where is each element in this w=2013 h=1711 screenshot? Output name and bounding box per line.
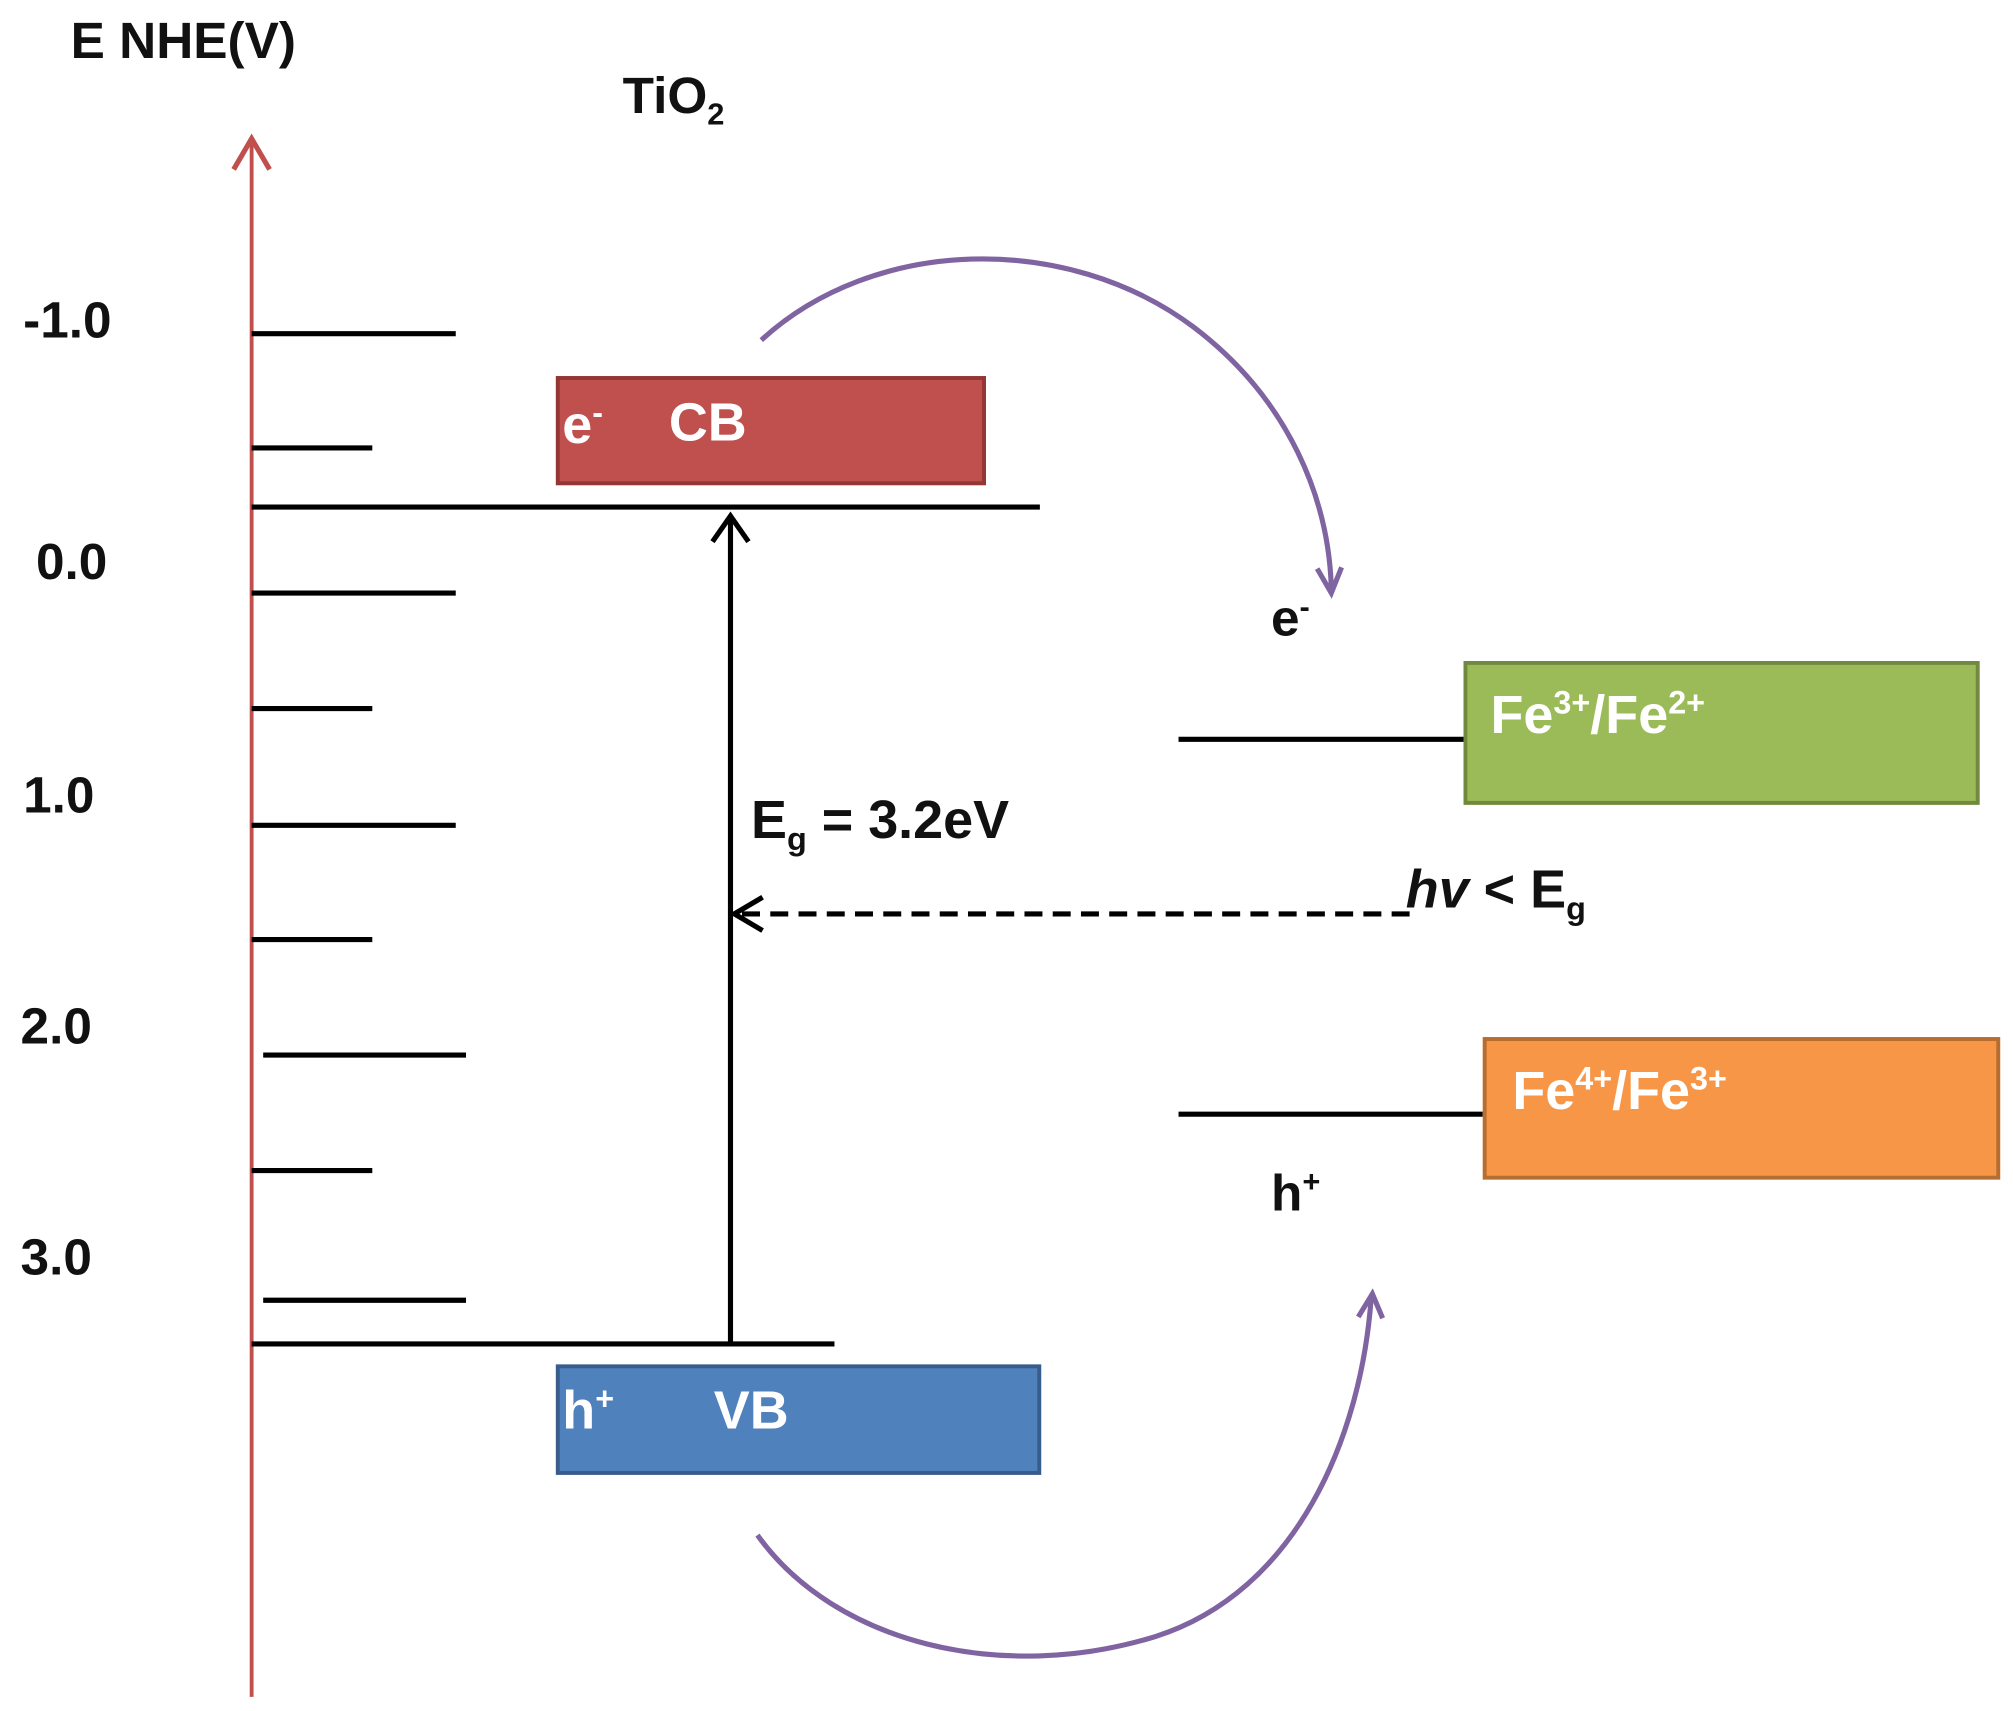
electron-transfer-label: e- [1270,590,1310,647]
electron-transfer-arrow [759,256,1334,588]
tick-label-0: 0.0 [35,533,108,591]
conduction-band-box: e- CB [555,376,986,486]
fe4-fe3-label: Fe4+/Fe3+ [1512,1060,1727,1121]
electron-transfer-arrowhead [1314,566,1344,599]
vb-carrier-label: h+ [562,1379,615,1441]
photon-label: hv < Eg [1405,858,1586,928]
band-gap-arrowhead [710,511,751,544]
fe3-fe2-couple-box: Fe3+/Fe2+ [1463,661,1980,805]
tick-label-2: 2.0 [20,998,92,1056]
hole-transfer-label: h+ [1270,1165,1321,1222]
energy-axis-arrowhead [231,133,272,171]
band-gap-label: Eg = 3.2eV [751,789,1010,858]
tick-label-1: 1.0 [23,767,95,825]
axis-ticks [251,331,467,1303]
axis-title: E NHE(V) [70,12,297,70]
fe3-fe2-label: Fe3+/Fe2+ [1490,684,1706,745]
tick-label-minus-1: -1.0 [23,292,112,350]
fe4-fe3-couple-box: Fe4+/Fe3+ [1482,1037,2001,1180]
vb-label: VB [713,1379,789,1441]
valence-band-box: h+ VB [555,1364,1042,1475]
material-label: TiO2 [622,68,725,133]
photon-arrowhead [729,894,764,933]
tick-label-3: 3.0 [20,1229,92,1287]
hole-transfer-arrow [755,1298,1374,1659]
hole-transfer-arrowhead [1356,1288,1386,1320]
cb-carrier-label: e- [562,394,604,455]
cb-label: CB [668,391,747,452]
